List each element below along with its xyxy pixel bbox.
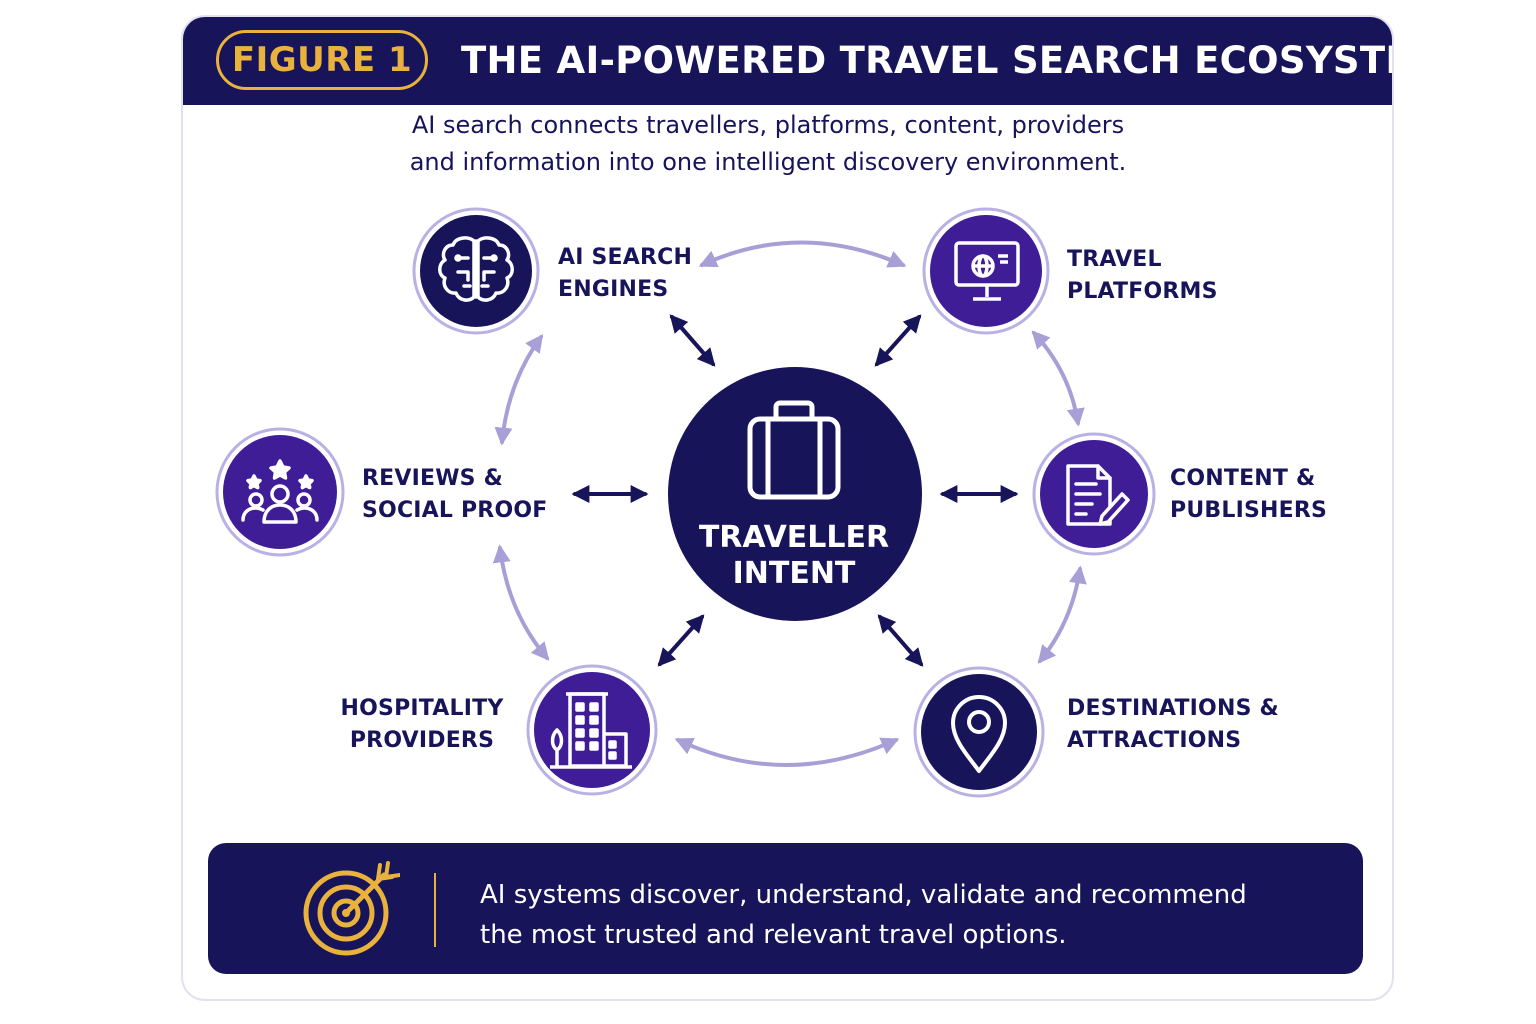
figure-badge: FIGURE 1 — [216, 30, 428, 90]
label-content-publishers: CONTENT & PUBLISHERS — [1170, 463, 1327, 527]
arrow-hub-ai-search — [669, 314, 716, 367]
label-hospitality-providers: HOSPITALITY PROVIDERS — [336, 693, 508, 757]
label-line: TRAVEL — [1067, 247, 1162, 272]
label-line: DESTINATIONS & — [1067, 696, 1279, 721]
arrow-hub-travel-platforms — [874, 314, 922, 367]
arrow-destinations-hospitality — [674, 737, 900, 767]
hub-label-line-2: INTENT — [732, 556, 856, 591]
label-line: PLATFORMS — [1067, 279, 1218, 304]
label-line: REVIEWS & — [362, 466, 503, 491]
footer-banner: AI systems discover, understand, validat… — [208, 843, 1363, 974]
document-pen-icon — [1066, 464, 1130, 526]
node-destinations-attractions — [913, 666, 1045, 798]
subtitle-line-2: and information into one intelligent dis… — [409, 148, 1127, 176]
label-line: HOSPITALITY — [340, 696, 504, 721]
header-bar: FIGURE 1 THE AI-POWERED TRAVEL SEARCH EC… — [183, 17, 1392, 105]
location-pin-icon — [951, 695, 1007, 773]
label-destinations-attractions: DESTINATIONS & ATTRACTIONS — [1067, 693, 1279, 757]
arrow-hospitality-reviews — [492, 544, 550, 661]
label-line: ENGINES — [558, 277, 669, 302]
label-line: PROVIDERS — [349, 728, 495, 753]
ring-arrows — [492, 240, 1087, 767]
node-ai-search-engines — [412, 207, 540, 335]
figure-title: THE AI-POWERED TRAVEL SEARCH ECOSYSTEM™ — [461, 39, 1394, 82]
node-reviews-social-proof — [215, 427, 345, 557]
figure-card: FIGURE 1 THE AI-POWERED TRAVEL SEARCH EC… — [181, 15, 1394, 1001]
label-ai-search-engines: AI SEARCH ENGINES — [558, 242, 692, 306]
label-line: AI SEARCH — [558, 245, 693, 270]
people-stars-icon — [241, 459, 319, 524]
traveller-intent-hub — [668, 367, 922, 621]
label-line: PUBLISHERS — [1170, 498, 1328, 523]
label-line: SOCIAL PROOF — [362, 498, 548, 523]
node-travel-platforms — [922, 207, 1050, 335]
label-reviews-social-proof: REVIEWS & SOCIAL PROOF — [362, 463, 547, 527]
monitor-globe-icon — [954, 241, 1020, 301]
arrow-ai-search-travel-platforms — [698, 240, 907, 268]
subtitle-line-1: AI search connects travellers, platforms… — [411, 111, 1125, 139]
arrow-hub-destinations — [877, 614, 924, 667]
label-line: ATTRACTIONS — [1067, 728, 1242, 753]
brain-icon — [438, 236, 514, 302]
suitcase-icon — [747, 400, 841, 500]
arrow-content-destinations — [1037, 565, 1087, 664]
building-icon — [550, 692, 632, 769]
spoke-arrows — [571, 314, 1019, 667]
node-content-publishers — [1032, 432, 1156, 556]
subtitle: AI search connects travellers, platforms… — [0, 107, 1536, 181]
hub-label: TRAVELLER INTENT — [666, 520, 922, 592]
arrow-hub-hospitality — [657, 614, 705, 667]
target-arrow-icon — [303, 861, 400, 956]
label-line: CONTENT & — [1170, 466, 1316, 491]
footer-divider — [434, 873, 436, 947]
footer-text: AI systems discover, understand, validat… — [480, 875, 1247, 955]
arrow-travel-platforms-content — [1031, 330, 1085, 427]
hub-label-line-1: TRAVELLER — [698, 520, 890, 555]
label-travel-platforms: TRAVEL PLATFORMS — [1067, 244, 1218, 308]
footer-line-1: AI systems discover, understand, validat… — [480, 880, 1247, 910]
arrow-reviews-ai-search — [494, 334, 544, 446]
node-hospitality-providers — [526, 664, 658, 796]
footer-line-2: the most trusted and relevant travel opt… — [480, 920, 1067, 950]
